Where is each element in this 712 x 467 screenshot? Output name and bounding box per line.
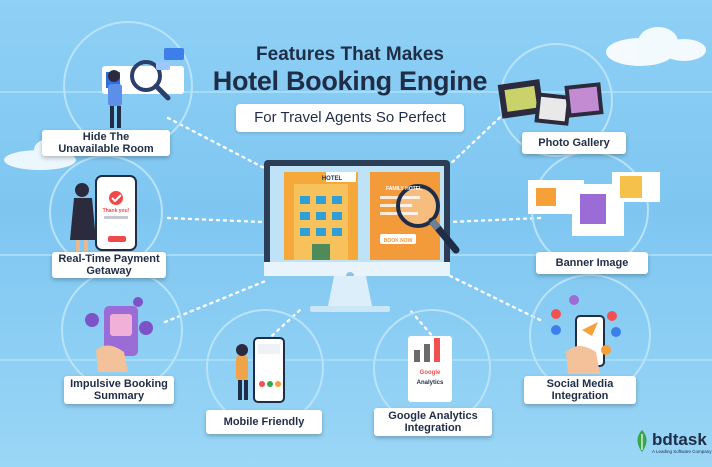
social-media-illustration (551, 295, 621, 374)
hotel-sign-text: HOTEL (322, 176, 343, 182)
label-gallery: Photo Gallery (522, 132, 626, 154)
label-text: Mobile Friendly (223, 416, 305, 428)
cloud-icon (606, 27, 706, 66)
label-text: Real-Time Payment (58, 253, 160, 265)
label-text: Integration (404, 422, 462, 434)
analytics-illustration (408, 336, 452, 402)
label-text: Social Media (546, 378, 614, 390)
brand-tagline: A Leading Software Company (652, 449, 712, 454)
search-illustration (102, 48, 184, 128)
brand-logo: bdtask A Leading Software Company (634, 428, 712, 462)
book-now-text: BOOK NOW (384, 238, 413, 244)
brand-name: bdtask (652, 430, 707, 449)
magnifier-icon (396, 184, 460, 254)
payment-phone-illustration (70, 175, 137, 254)
label-text: Summary (93, 390, 145, 402)
label-text: Getaway (86, 265, 132, 277)
label-banner: Banner Image (536, 252, 648, 274)
title-line-3: For Travel Agents So Perfect (236, 104, 464, 132)
mobile-illustration (236, 337, 285, 403)
label-text: Google Analytics (388, 410, 478, 422)
photo-gallery-illustration (497, 79, 604, 126)
label-text: Unavailable Room (58, 143, 154, 155)
label-text: Hide The (82, 131, 130, 143)
leaf-icon (637, 430, 647, 452)
google-text: Google (420, 370, 441, 376)
label-text: Photo Gallery (538, 137, 610, 149)
title-line-2: Hotel Booking Engine (212, 66, 488, 96)
label-mobile: Mobile Friendly (206, 410, 322, 434)
title-line-1: Features That Makes (256, 44, 444, 65)
monitor-illustration (264, 160, 460, 312)
thank-you-text: Thank you! (103, 208, 130, 214)
label-text: Banner Image (555, 257, 629, 269)
banner-image-illustration (528, 172, 660, 236)
family-hotel-text: FAMILY HOTEL (386, 186, 422, 192)
label-text: Impulsive Booking (70, 378, 168, 390)
label-text: Integration (551, 390, 609, 402)
booking-summary-illustration (85, 297, 153, 372)
analytics-text: Analytics (417, 380, 444, 386)
